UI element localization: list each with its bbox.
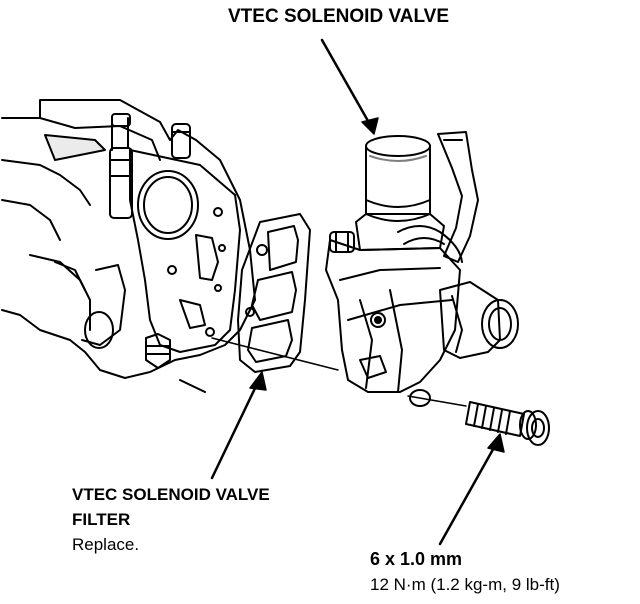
arrow-bolt-head bbox=[487, 433, 505, 453]
vtec-solenoid-valve bbox=[325, 131, 519, 407]
mounting-flange bbox=[129, 149, 241, 353]
arrow-filter-head bbox=[249, 371, 267, 391]
arrow-valve bbox=[320, 38, 374, 130]
arrow-bolt bbox=[438, 442, 498, 546]
filter-note: Replace. bbox=[72, 535, 140, 554]
bolt-size-label: 6 x 1.0 mm bbox=[370, 549, 463, 569]
bolt-torque-label: 12 N·m (1.2 kg-m, 9 lb-ft) bbox=[370, 575, 560, 594]
engine-head-block bbox=[1, 99, 256, 393]
solenoid-filter-gasket bbox=[237, 213, 311, 373]
assembly-lines bbox=[211, 337, 467, 407]
stud-bolt-lower bbox=[145, 333, 171, 369]
filter-label-line1: VTEC SOLENOID VALVE bbox=[72, 485, 270, 504]
arrow-valve-head bbox=[361, 117, 379, 135]
flange-bolt bbox=[465, 401, 550, 446]
solenoid-valve-label: VTEC SOLENOID VALVE bbox=[228, 6, 449, 27]
filter-label-line2: FILTER bbox=[72, 510, 131, 529]
arrow-filter bbox=[210, 380, 260, 480]
leader-arrows bbox=[210, 38, 505, 546]
